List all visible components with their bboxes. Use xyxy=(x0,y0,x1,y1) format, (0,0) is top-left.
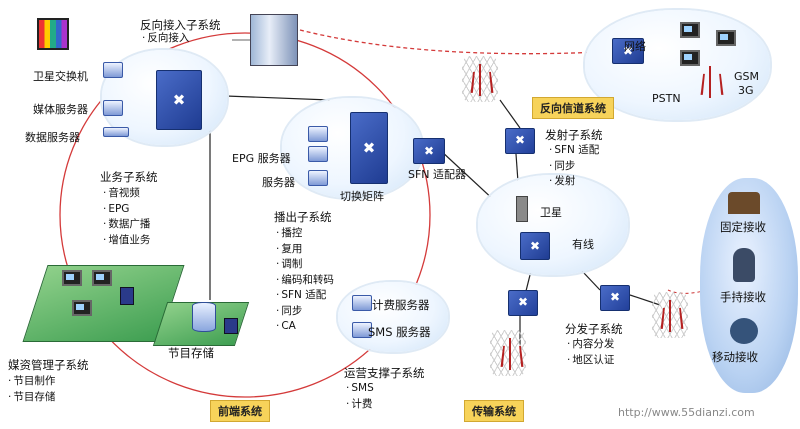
handheld-icon xyxy=(733,248,755,282)
media-server-label: 媒体服务器 xyxy=(33,103,88,116)
pstn-pc-3-icon xyxy=(680,50,700,66)
reverse-channel-badge: 反向信道系统 xyxy=(532,97,614,119)
distribution-router-left-icon xyxy=(508,290,538,316)
pstn-cloud xyxy=(585,10,770,120)
asset-pc-1-icon xyxy=(62,270,82,286)
cable-switch-icon xyxy=(520,232,550,260)
front-end-badge: 前端系统 xyxy=(210,400,270,422)
access-subsystem-title: 反向接入子系统 xyxy=(140,18,221,32)
mobile-icon xyxy=(730,318,758,344)
ops-item: 计费 xyxy=(346,397,374,413)
business-subsystem-title: 业务子系统 xyxy=(100,170,158,184)
broadcast-item: 调制 xyxy=(276,257,334,273)
tower-gsm-icon xyxy=(700,64,720,98)
program-storage-label: 节目存储 xyxy=(168,346,214,360)
3g-label: 3G xyxy=(738,84,754,97)
tower-bottom-icon xyxy=(500,336,520,370)
transmission-cloud xyxy=(478,175,628,275)
ops-subsystem-list: SMS 计费 xyxy=(346,381,374,413)
business-item: 音视频 xyxy=(103,186,150,202)
business-item: EPG xyxy=(103,202,150,218)
broadcast-item: SFN 适配 xyxy=(276,288,334,304)
asset-pc-3-icon xyxy=(72,300,92,316)
satellite-label: 卫星 xyxy=(540,206,562,219)
distribution-router-right-icon xyxy=(600,285,630,311)
house-icon xyxy=(728,192,760,214)
server-2-icon xyxy=(308,170,328,186)
distribution-item: 内容分发 xyxy=(567,337,614,353)
logo-icon xyxy=(37,18,69,50)
media-server-icon xyxy=(103,100,123,116)
transmit-item: SFN 适配 xyxy=(549,143,599,159)
storage-server-icon xyxy=(224,318,238,334)
gsm-label: GSM xyxy=(734,70,759,83)
sms-server-icon xyxy=(352,322,372,338)
cable-label: 有线 xyxy=(572,238,594,251)
asset-server-icon xyxy=(120,287,134,305)
data-server-icon xyxy=(103,127,129,137)
transmit-router-icon xyxy=(505,128,535,154)
broadcast-item: 同步 xyxy=(276,304,334,320)
broadcast-item: CA xyxy=(276,319,334,335)
pstn-label: PSTN xyxy=(652,92,681,105)
billing-server-label: 计费服务器 xyxy=(372,298,430,312)
sms-server-label: SMS 服务器 xyxy=(368,325,431,339)
access-subsystem-list: 反向接入 xyxy=(142,31,189,47)
transmit-item: 发射 xyxy=(549,174,599,190)
pstn-pc-1-icon xyxy=(680,22,700,38)
distribution-item: 地区认证 xyxy=(567,353,614,369)
asset-subsystem-title: 媒资管理子系统 xyxy=(8,358,89,372)
broadcast-subsystem-title: 播出子系统 xyxy=(274,210,332,224)
tower-right-icon xyxy=(660,298,680,332)
ops-item: SMS xyxy=(346,381,373,397)
epg-server-label: EPG 服务器 xyxy=(232,152,291,165)
access-subsystem-item: 反向接入 xyxy=(142,31,189,47)
handheld-reception-label: 手持接收 xyxy=(720,290,766,304)
broadcast-item: 播控 xyxy=(276,226,334,242)
epg-server-icon xyxy=(308,146,328,162)
broadcast-item: 编码和转码 xyxy=(276,273,334,289)
tower-top-icon xyxy=(470,62,490,96)
broadcast-subsystem-list: 播控 复用 调制 编码和转码 SFN 适配 同步 CA xyxy=(276,226,334,335)
asset-item: 节目存储 xyxy=(8,390,55,406)
server-label: 服务器 xyxy=(262,176,295,189)
business-item: 数据广播 xyxy=(103,217,150,233)
data-server-label: 数据服务器 xyxy=(25,131,80,144)
satellite-icon xyxy=(516,196,528,222)
ops-subsystem-title: 运营支撑子系统 xyxy=(344,366,425,380)
distribution-subsystem-list: 内容分发 地区认证 xyxy=(567,337,614,368)
core-switch-icon xyxy=(156,70,202,130)
pstn-network-label: 网络 xyxy=(624,40,646,53)
transmit-subsystem-title: 发射子系统 xyxy=(545,128,603,142)
pstn-pc-2-icon xyxy=(716,30,736,46)
satellite-switch-label: 卫星交换机 xyxy=(33,70,88,83)
sfn-adapter-label: SFN 适配器 xyxy=(408,168,467,181)
satellite-switch-icon xyxy=(103,62,123,78)
business-item: 增值业务 xyxy=(103,233,150,249)
storage-array-icon xyxy=(192,302,216,332)
switch-matrix-icon xyxy=(350,112,388,184)
asset-item: 节目制作 xyxy=(8,374,55,390)
access-rack-icon xyxy=(250,14,298,66)
switch-matrix-label: 切换矩阵 xyxy=(340,190,384,203)
mobile-reception-label: 移动接收 xyxy=(712,350,758,364)
broadcast-item: 复用 xyxy=(276,242,334,258)
transmission-badge: 传输系统 xyxy=(464,400,524,422)
watermark-text: http://www.55dianzi.com xyxy=(618,406,755,419)
distribution-subsystem-title: 分发子系统 xyxy=(565,322,623,336)
ops-cloud xyxy=(338,282,448,352)
transmit-item: 同步 xyxy=(549,159,599,175)
business-subsystem-list: 音视频 EPG 数据广播 增值业务 xyxy=(103,186,150,248)
fixed-reception-label: 固定接收 xyxy=(720,220,766,234)
billing-server-icon xyxy=(352,295,372,311)
pstn-switch-icon xyxy=(612,38,644,64)
transmit-subsystem-list: SFN 适配 同步 发射 xyxy=(549,143,599,190)
server-1-icon xyxy=(308,126,328,142)
asset-subsystem-list: 节目制作 节目存储 xyxy=(8,374,55,405)
asset-pc-2-icon xyxy=(92,270,112,286)
sfn-adapter-icon xyxy=(413,138,445,164)
